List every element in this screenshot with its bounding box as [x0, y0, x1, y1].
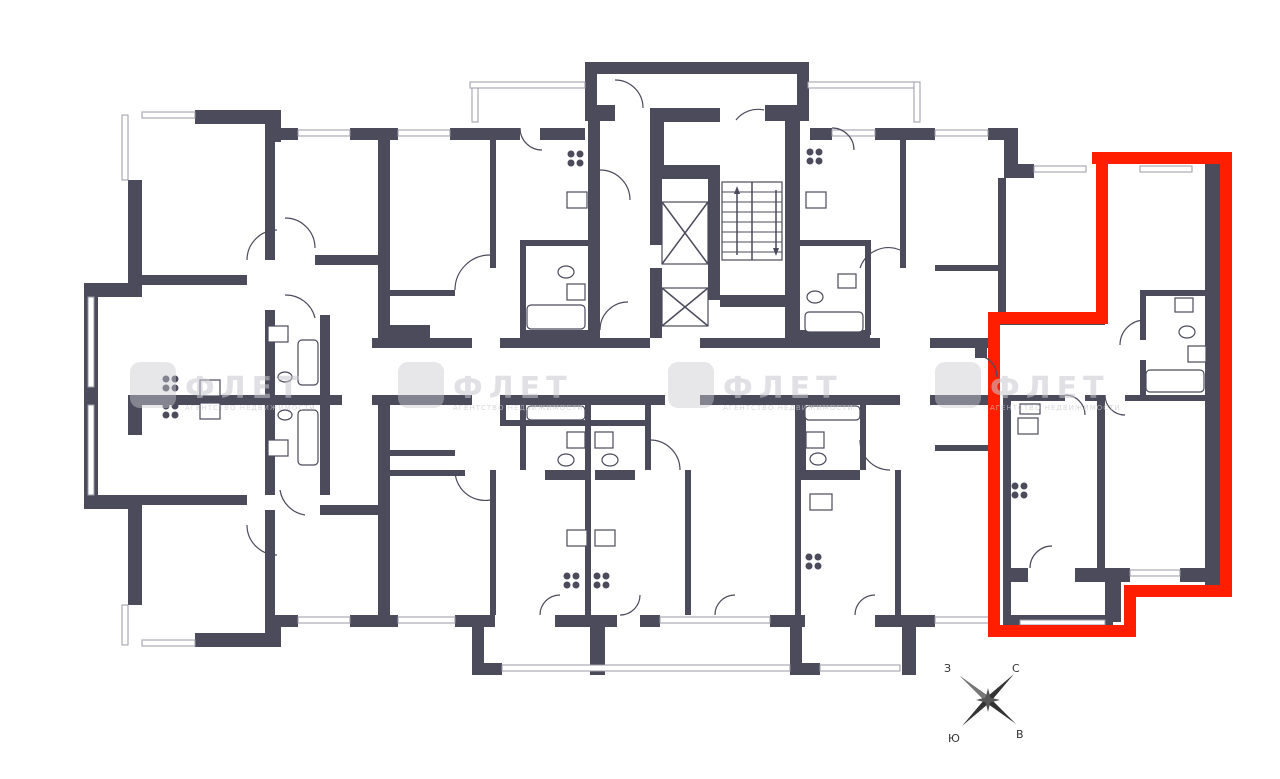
highlighted-apartment [988, 152, 1232, 637]
exterior-walls [84, 62, 1034, 675]
watermark-brand-2: ФЛЕТ [453, 371, 573, 406]
watermark-brand-3: ФЛЕТ [723, 371, 843, 406]
stairwell [661, 181, 783, 327]
watermark-tagline-4: АГЕНТСТВО НЕДВИЖИМОСТИ [990, 404, 1121, 412]
bathroom-fixtures [199, 191, 1207, 547]
interior-walls [142, 138, 1006, 625]
compass-north-label: С [1012, 662, 1020, 675]
compass-rose: З С Ю В [944, 662, 1024, 745]
watermark-tagline-2: АГЕНТСТВО НЕДВИЖИМОСТИ [453, 404, 584, 412]
stove-icons [162, 148, 1028, 589]
windows [87, 81, 1193, 672]
watermarks: ФЛЕТ АГЕНТСТВО НЕДВИЖИМОСТИ ФЛЕТ АГЕНТСТ… [130, 362, 1121, 412]
doors [246, 79, 1146, 616]
compass-east-label: В [1016, 728, 1024, 741]
watermark-brand-1: ФЛЕТ [185, 371, 305, 406]
compass-west-label: З [944, 662, 951, 675]
watermark-brand-4: ФЛЕТ [990, 371, 1110, 406]
watermark-tagline-3: АГЕНТСТВО НЕДВИЖИМОСТИ [723, 404, 854, 412]
watermark-tagline-1: АГЕНТСТВО НЕДВИЖИМОСТИ [185, 404, 316, 412]
compass-south-label: Ю [948, 732, 960, 745]
